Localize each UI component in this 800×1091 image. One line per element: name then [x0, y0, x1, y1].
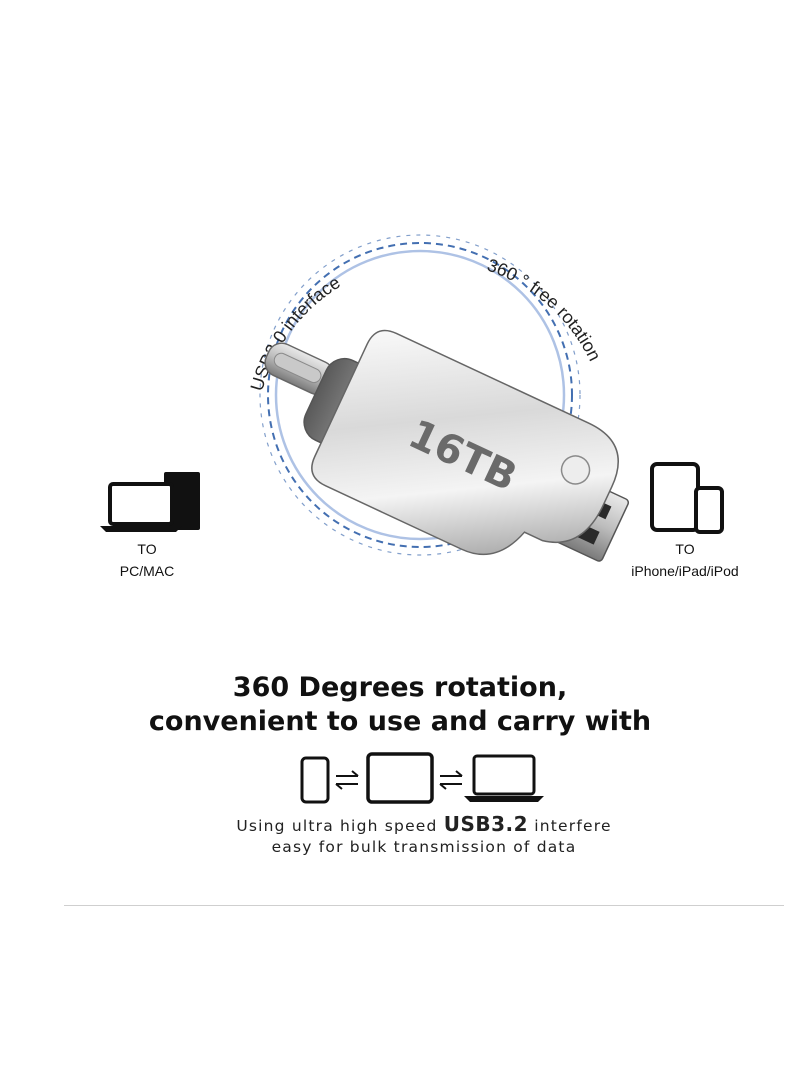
description-prefix: Using ultra high speed	[236, 817, 438, 835]
right-device-line1: TO	[675, 541, 695, 557]
divider-line	[64, 905, 784, 906]
headline-line1: 360 Degrees rotation,	[232, 672, 568, 703]
exchange-arrows-icon	[439, 770, 463, 790]
right-device-line2: iPhone/iPad/iPod	[631, 563, 739, 579]
phone-icon	[300, 756, 330, 804]
left-device-line2: PC/MAC	[119, 563, 175, 579]
description-line1: Using ultra high speed USB3.2 interfere	[0, 812, 800, 836]
free-rotation-label: 360 ° free rotation	[485, 255, 605, 364]
tablet-icon	[366, 752, 434, 804]
description-line2: easy for bulk transmission of data	[271, 838, 577, 856]
exchange-arrows-icon	[335, 770, 359, 790]
rotation-arc	[259, 234, 581, 556]
right-device-caption: TO iPhone/iPad/iPod	[615, 538, 755, 582]
left-device-caption: TO PC/MAC	[92, 538, 202, 582]
usb-drive: 16TB	[264, 329, 630, 562]
left-device-line1: TO	[137, 541, 157, 557]
transfer-row	[300, 752, 544, 804]
swivel-cover	[311, 329, 619, 556]
description-suffix: interfere	[534, 817, 612, 835]
tablet-phone-icon	[650, 462, 724, 534]
laptop-desktop-icon	[100, 472, 200, 532]
headline-line2: convenient to use and carry with	[148, 706, 652, 737]
usb32-highlight: USB3.2	[443, 812, 529, 836]
laptop-icon	[464, 754, 544, 802]
